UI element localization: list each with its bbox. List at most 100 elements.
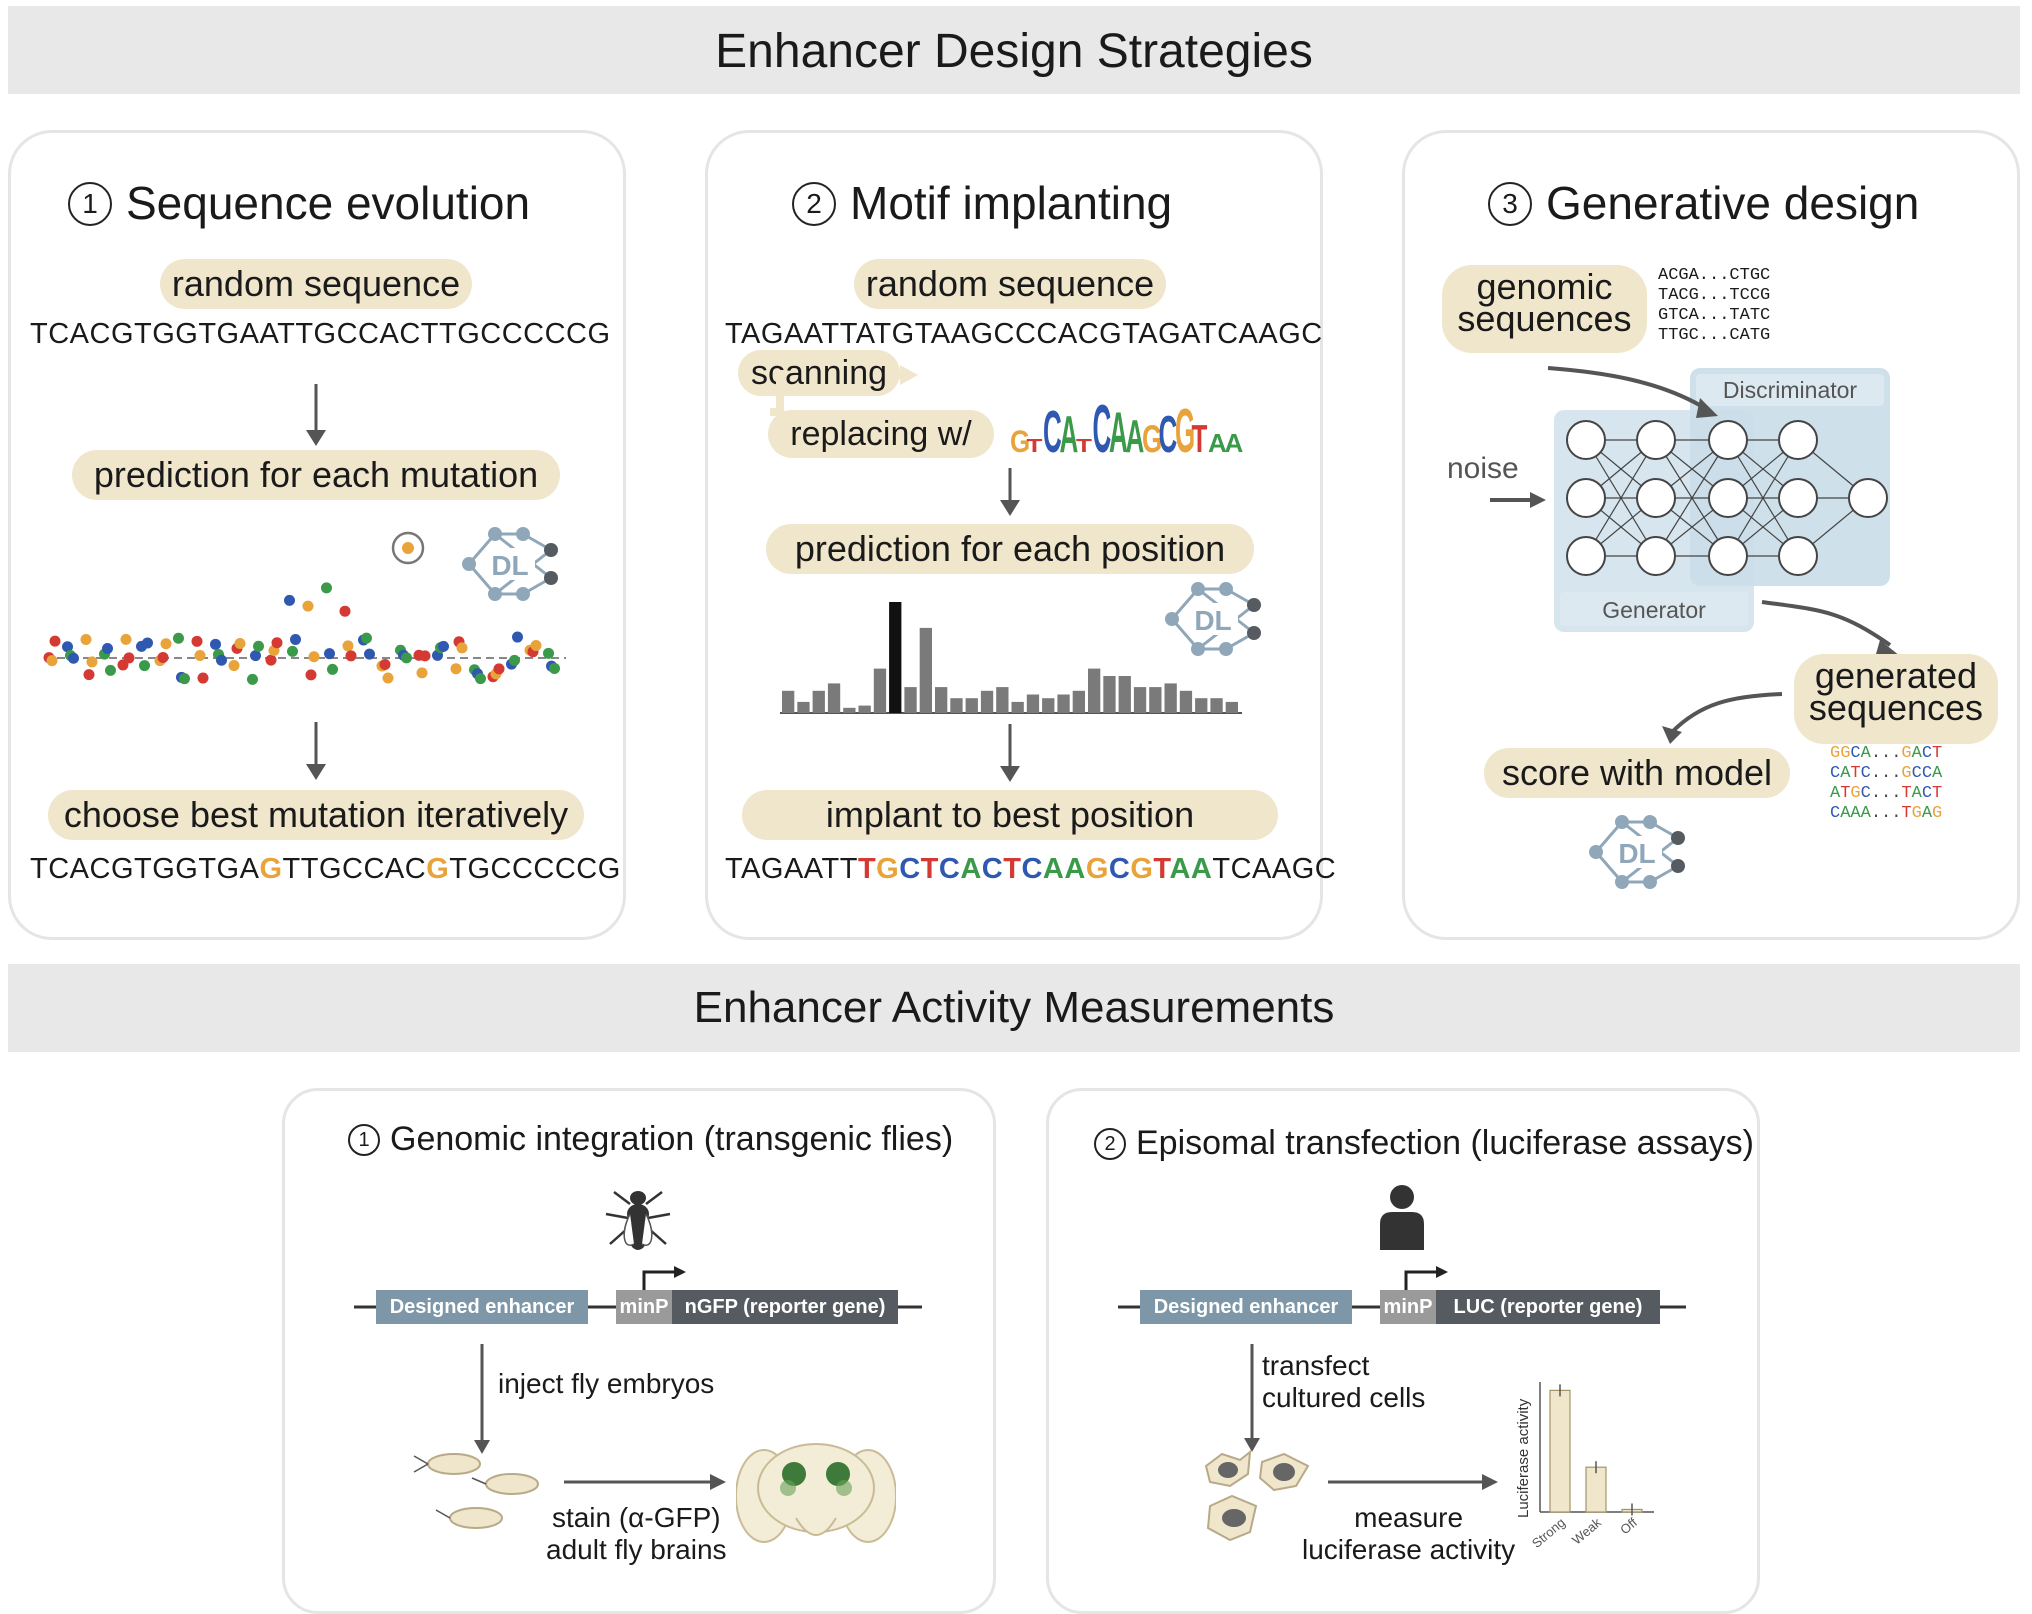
- panel3-title-text: Generative design: [1546, 177, 1920, 229]
- panel1-prediction-pill: prediction for each mutation: [72, 450, 560, 500]
- mutation-point: [419, 650, 431, 662]
- design-strategies-banner: Enhancer Design Strategies: [8, 6, 2020, 94]
- generated-seq-3: CAAA...TGAG: [1830, 804, 1943, 823]
- nn-node: [1566, 420, 1606, 460]
- position-bar: [873, 668, 887, 713]
- mutation-point: [191, 635, 203, 647]
- dl-network-icon: DL: [462, 527, 558, 601]
- luciferase-bar: [1585, 1466, 1607, 1513]
- mutation-point: [305, 669, 317, 681]
- reporter-gene-box: LUC (reporter gene): [1436, 1290, 1660, 1324]
- motif-base: G: [1085, 853, 1109, 885]
- minp-box: minP: [1380, 1290, 1436, 1324]
- replacing-label: replacing w/: [768, 410, 994, 458]
- position-bar: [1118, 676, 1131, 713]
- panel2-implant-pill: implant to best position: [742, 790, 1278, 840]
- nn-nodes: [1566, 420, 1888, 576]
- banner-title: Enhancer Activity Measurements: [693, 983, 1335, 1032]
- dl-label: DL: [1194, 605, 1231, 636]
- position-bar: [1179, 690, 1193, 713]
- mutation-point: [46, 655, 58, 667]
- mutation-scatter: [43, 582, 560, 685]
- position-bar: [1103, 676, 1116, 713]
- mutation-point: [543, 647, 554, 659]
- mutation-point: [284, 594, 295, 606]
- motif-base: G: [876, 853, 900, 885]
- position-bar: [904, 687, 917, 713]
- cultured-cells-icon: [1204, 1449, 1310, 1542]
- mutation-point: [308, 651, 320, 663]
- mutation-point: [509, 654, 520, 666]
- mutation-point: [250, 650, 261, 662]
- mutation-point: [339, 605, 351, 617]
- mutation-point: [80, 633, 92, 645]
- motif-base: C: [1108, 853, 1131, 885]
- nn-node: [1778, 478, 1818, 518]
- nn-node: [1778, 420, 1818, 460]
- inject-embryos-label: inject fly embryos: [498, 1368, 715, 1399]
- position-bar: [889, 602, 902, 713]
- measure-label: measure luciferase activity: [1302, 1502, 1515, 1566]
- sub2-number: 2: [1094, 1128, 1126, 1160]
- mutation-point: [321, 582, 332, 594]
- sub1-title-text: Genomic integration (transgenic flies): [390, 1120, 954, 1158]
- motif-logo-letter: T: [1076, 436, 1092, 456]
- motif-base: A: [1190, 853, 1213, 885]
- mutation-point: [450, 663, 462, 675]
- mutation-point: [401, 652, 412, 664]
- mutation-point: [194, 650, 206, 662]
- designed-enhancer-box: Designed enhancer: [376, 1290, 588, 1324]
- position-bar: [1164, 683, 1177, 713]
- position-bar: [919, 627, 932, 713]
- mutation-point: [530, 639, 542, 651]
- mutation-point: [364, 648, 375, 660]
- mutation-point: [302, 600, 314, 612]
- mutation-point: [512, 631, 523, 643]
- generator-label: Generator: [1602, 597, 1706, 623]
- mutation-point: [345, 650, 357, 662]
- mutation-point: [287, 645, 298, 657]
- mutation-point: [290, 634, 301, 646]
- mutation-point: [142, 637, 153, 649]
- motif-logo-letter: A: [1126, 411, 1145, 463]
- activity-measurements-banner: Enhancer Activity Measurements: [8, 964, 2020, 1052]
- target-icon: [391, 531, 425, 565]
- arrow-down-icon: [1000, 468, 1020, 782]
- position-bar: [996, 687, 1009, 713]
- mutation-point: [173, 632, 184, 644]
- transfect-line1: transfect: [1262, 1350, 1370, 1381]
- position-bar: [1011, 701, 1024, 713]
- genomic-sequences-label: genomic sequences: [1457, 266, 1632, 339]
- position-bar: [782, 690, 795, 713]
- mutation-point: [342, 640, 354, 652]
- position-bar: [965, 698, 978, 713]
- measure-line1: measure: [1354, 1502, 1464, 1533]
- mutation-point: [416, 667, 428, 679]
- motif-logo-letter: A: [1060, 405, 1079, 463]
- stain-line1: stain (α-GFP): [551, 1502, 721, 1533]
- dl-label: DL: [1618, 838, 1655, 869]
- score-with-model-pill: score with model: [1484, 748, 1790, 798]
- mutation-point: [324, 648, 335, 660]
- fly-brain-icon: [736, 1443, 896, 1543]
- nn-node: [1636, 420, 1676, 460]
- panel1-final-sequence: TCACGTGGTGAGTTGCCACGTGCCCCCG: [30, 853, 620, 886]
- final-seq-part2: TTGCCAC: [282, 853, 427, 885]
- motif-logo-letter: A: [1208, 428, 1227, 458]
- panel1-graphics: [43, 384, 566, 780]
- nn-node: [1708, 536, 1748, 576]
- position-bar: [1088, 668, 1101, 713]
- category-tick-label: Off: [1617, 1515, 1640, 1538]
- mutation-point: [197, 672, 209, 684]
- mutation-point: [253, 640, 264, 652]
- stain-label: stain (α-GFP) adult fly brains: [546, 1502, 727, 1566]
- nn-node: [1708, 478, 1748, 518]
- position-bar: [843, 707, 856, 713]
- mutation-point: [120, 633, 132, 645]
- mutation-point: [216, 654, 227, 666]
- motif-base: C: [981, 853, 1004, 885]
